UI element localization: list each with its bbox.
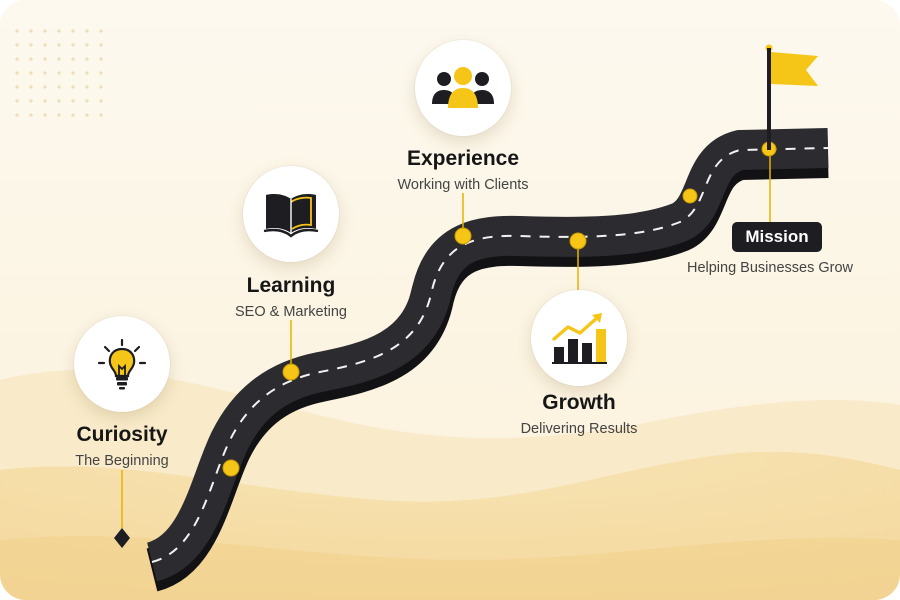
road-center-line	[151, 147, 829, 563]
milestone-learning: Learning SEO & Marketing	[171, 273, 411, 322]
road-markers	[222, 141, 777, 477]
milestone-title: Curiosity	[76, 423, 168, 446]
milestone-growth: Growth Delivering Results	[459, 390, 699, 439]
milestone-subtitle: Working with Clients	[397, 177, 529, 193]
start-marker-icon	[114, 528, 130, 548]
dot-pattern-top-left	[12, 22, 104, 122]
road-marker-growth	[569, 232, 587, 250]
milestone-subtitle: The Beginning	[75, 453, 169, 469]
road-marker-learning	[282, 363, 300, 381]
curiosity-icon-circle	[74, 316, 170, 412]
road-marker-transition	[682, 188, 698, 204]
flag-icon	[765, 44, 818, 150]
open-book-icon	[263, 194, 319, 238]
road-marker-experience	[454, 227, 472, 245]
milestone-subtitle: SEO & Marketing	[234, 304, 347, 320]
learning-icon-circle	[243, 166, 339, 262]
milestone-title: Experience	[406, 147, 520, 170]
milestone-subtitle: Delivering Results	[520, 421, 638, 437]
road-marker-curiosity	[222, 459, 240, 477]
milestone-curiosity: Curiosity The Beginning	[2, 422, 242, 471]
people-group-icon	[432, 67, 494, 108]
background-hill-base	[0, 536, 900, 600]
mission-subtitle: Helping Businesses Grow	[686, 260, 854, 276]
milestone-title: Growth	[542, 391, 616, 414]
milestone-experience: Experience Working with Clients	[343, 146, 583, 195]
growth-chart-icon	[552, 313, 607, 364]
milestone-title: Learning	[246, 274, 336, 297]
growth-icon-circle	[531, 290, 627, 386]
experience-icon-circle	[415, 40, 511, 136]
lightbulb-icon	[97, 338, 147, 390]
mission-badge: Mission	[732, 222, 822, 252]
